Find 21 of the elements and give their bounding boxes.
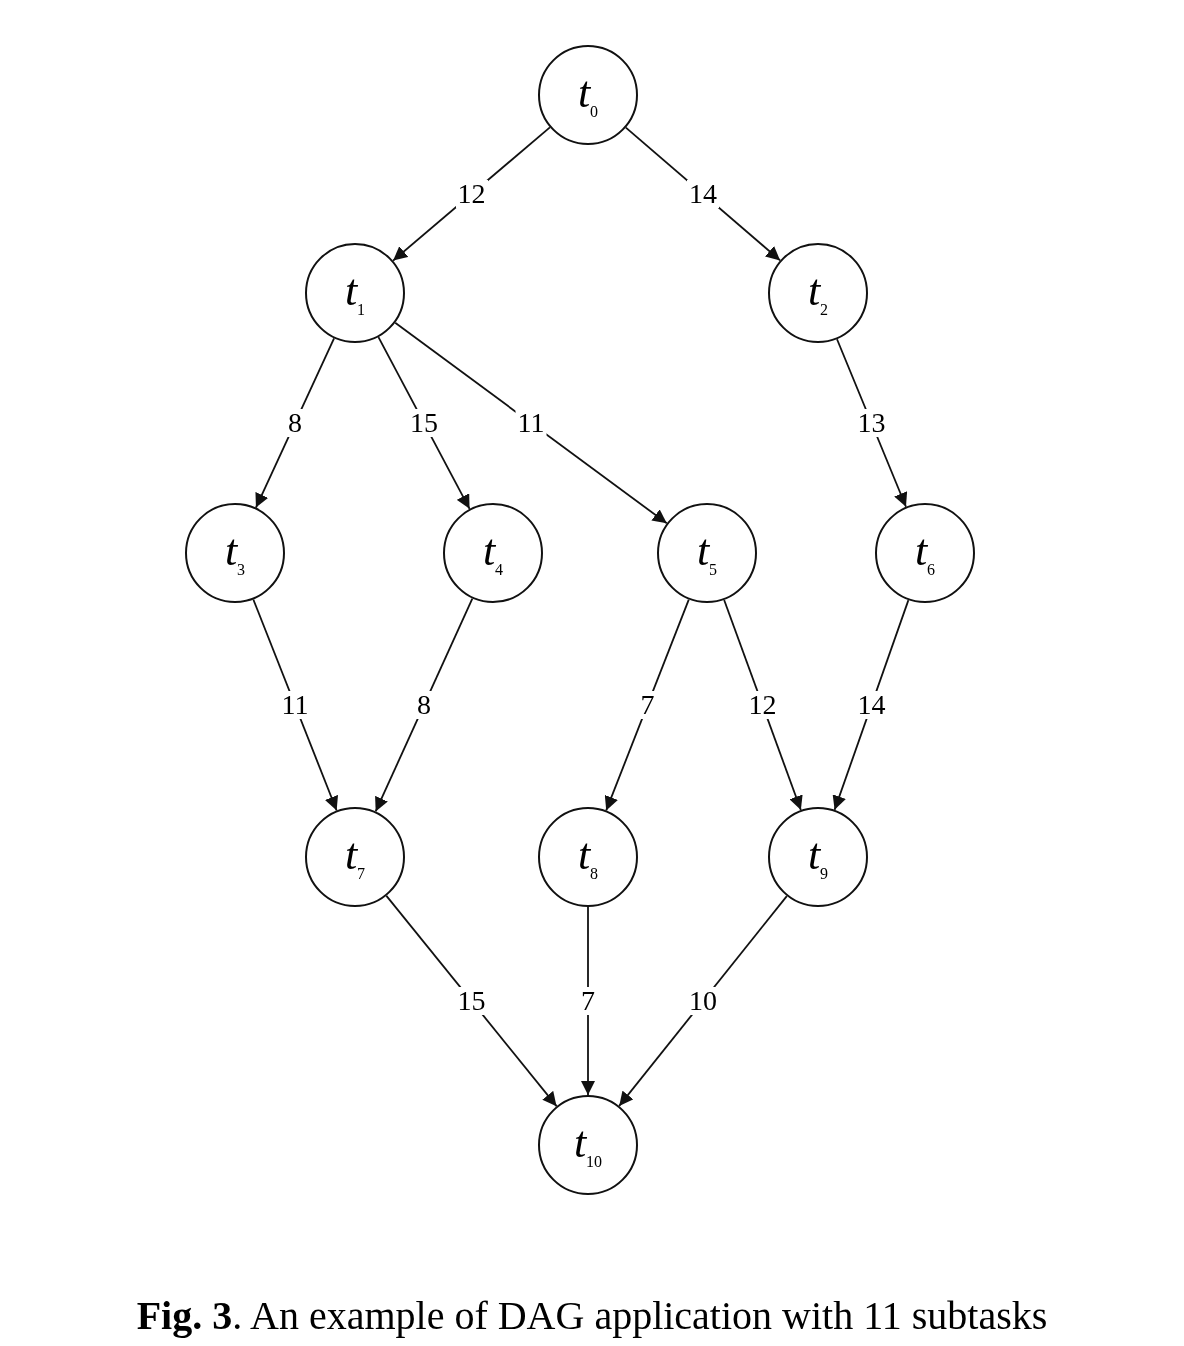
edge-label: 7 bbox=[638, 691, 657, 719]
node-label: t$_{7}$ bbox=[344, 832, 366, 882]
node-label: t$_{10}$ bbox=[573, 1120, 603, 1170]
node-label: t$_{3}$ bbox=[224, 528, 246, 578]
node-label: t$_{9}$ bbox=[807, 832, 829, 882]
edge-label: 8 bbox=[415, 691, 433, 719]
node-label: t$_{0}$ bbox=[577, 70, 599, 120]
edge-label: 7 bbox=[579, 987, 597, 1015]
edge-label: 8 bbox=[286, 409, 304, 437]
edge-label: 14 bbox=[687, 180, 719, 208]
edge-label: 12 bbox=[455, 180, 488, 208]
node-label: t$_{6}$ bbox=[914, 528, 936, 578]
node-label: t$_{4}$ bbox=[482, 528, 504, 578]
node-label: t$_{2}$ bbox=[807, 268, 829, 318]
arrow bbox=[394, 321, 668, 525]
edge-label: 10 bbox=[687, 987, 719, 1015]
node-label: t$_{1}$ bbox=[344, 268, 366, 318]
node-label: t$_{8}$ bbox=[577, 832, 599, 882]
node-label: t$_{5}$ bbox=[696, 528, 718, 578]
edge-label: 11 bbox=[515, 409, 547, 437]
figure-caption: Fig. 3. An example of DAG application with 11 subtasks bbox=[135, 1292, 1049, 1339]
